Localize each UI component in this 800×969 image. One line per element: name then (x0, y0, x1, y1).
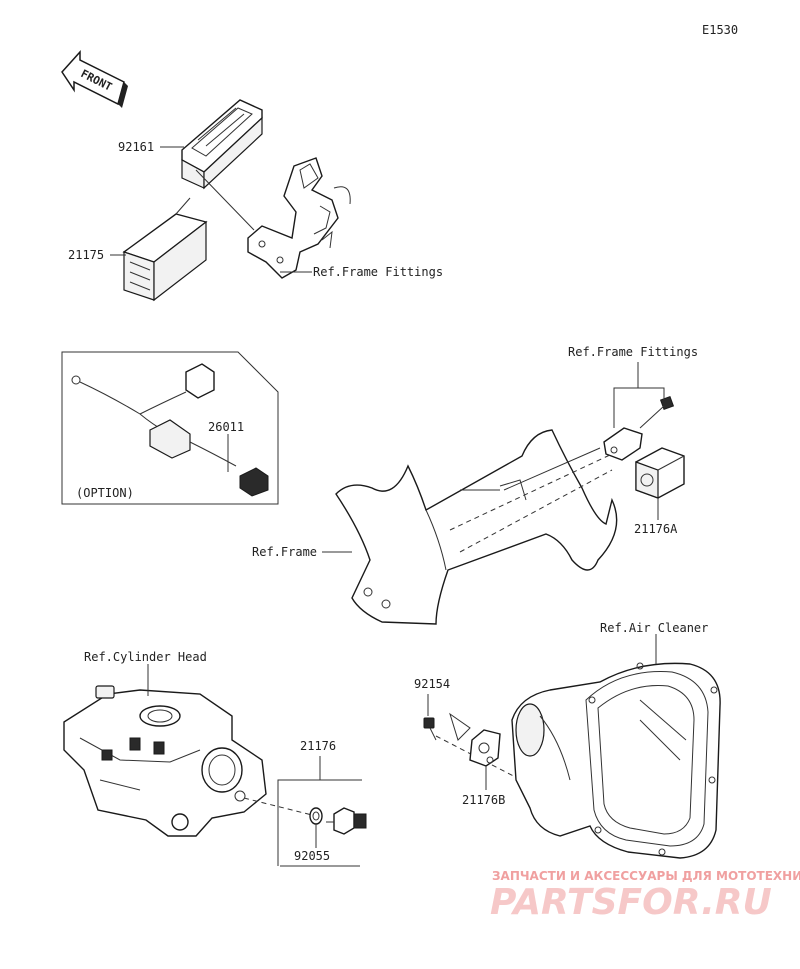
label-cylinder-head: Ref.Cylinder Head (84, 650, 207, 664)
label-frame: Ref.Frame (252, 545, 317, 559)
label-air-cleaner: Ref.Air Cleaner (600, 621, 708, 635)
sensor-a-part (635, 447, 685, 499)
frame-part (335, 429, 618, 625)
label-92055: 92055 (294, 849, 330, 863)
option-box (61, 351, 279, 505)
sensor-b-part (469, 729, 501, 767)
sensor-a-bracket-part (603, 395, 675, 461)
front-arrow-icon: FRONT (61, 50, 128, 108)
sensor-axis-line (243, 797, 317, 817)
cylinder-head-part (63, 685, 267, 837)
bolt-part (423, 717, 437, 741)
label-21176: 21176 (300, 739, 336, 753)
label-option: (OPTION) (76, 486, 134, 500)
bolt-guide (449, 712, 471, 741)
oring-part (309, 807, 323, 825)
harness-part (71, 363, 269, 497)
label-92154: 92154 (414, 677, 450, 691)
leader-21176-bracket (277, 779, 362, 866)
label-21176b: 21176B (462, 793, 505, 807)
label-frame-fittings-upper: Ref.Frame Fittings (313, 265, 443, 279)
ecu-bracket-part (195, 157, 351, 279)
label-21175: 21175 (68, 248, 104, 262)
watermark-brand: PARTSFOR.RU (490, 882, 772, 923)
label-21176a: 21176A (634, 522, 678, 536)
diagram-code: E1530 (702, 23, 738, 37)
temp-sensor-part (326, 807, 367, 835)
leader-frame-fittings-right (613, 387, 665, 428)
label-92161: 92161 (118, 140, 154, 154)
label-26011: 26011 (208, 420, 244, 434)
leader-ecu-to-cover (175, 197, 191, 215)
watermark-tagline: ЗАПЧАСТИ И АКСЕССУАРЫ ДЛЯ МОТОТЕХНИКИ (492, 869, 800, 883)
ecu-part (122, 213, 208, 302)
ecu-cover-part (181, 99, 263, 190)
label-frame-fittings-right: Ref.Frame Fittings (568, 345, 698, 359)
air-cleaner-part (511, 662, 721, 859)
